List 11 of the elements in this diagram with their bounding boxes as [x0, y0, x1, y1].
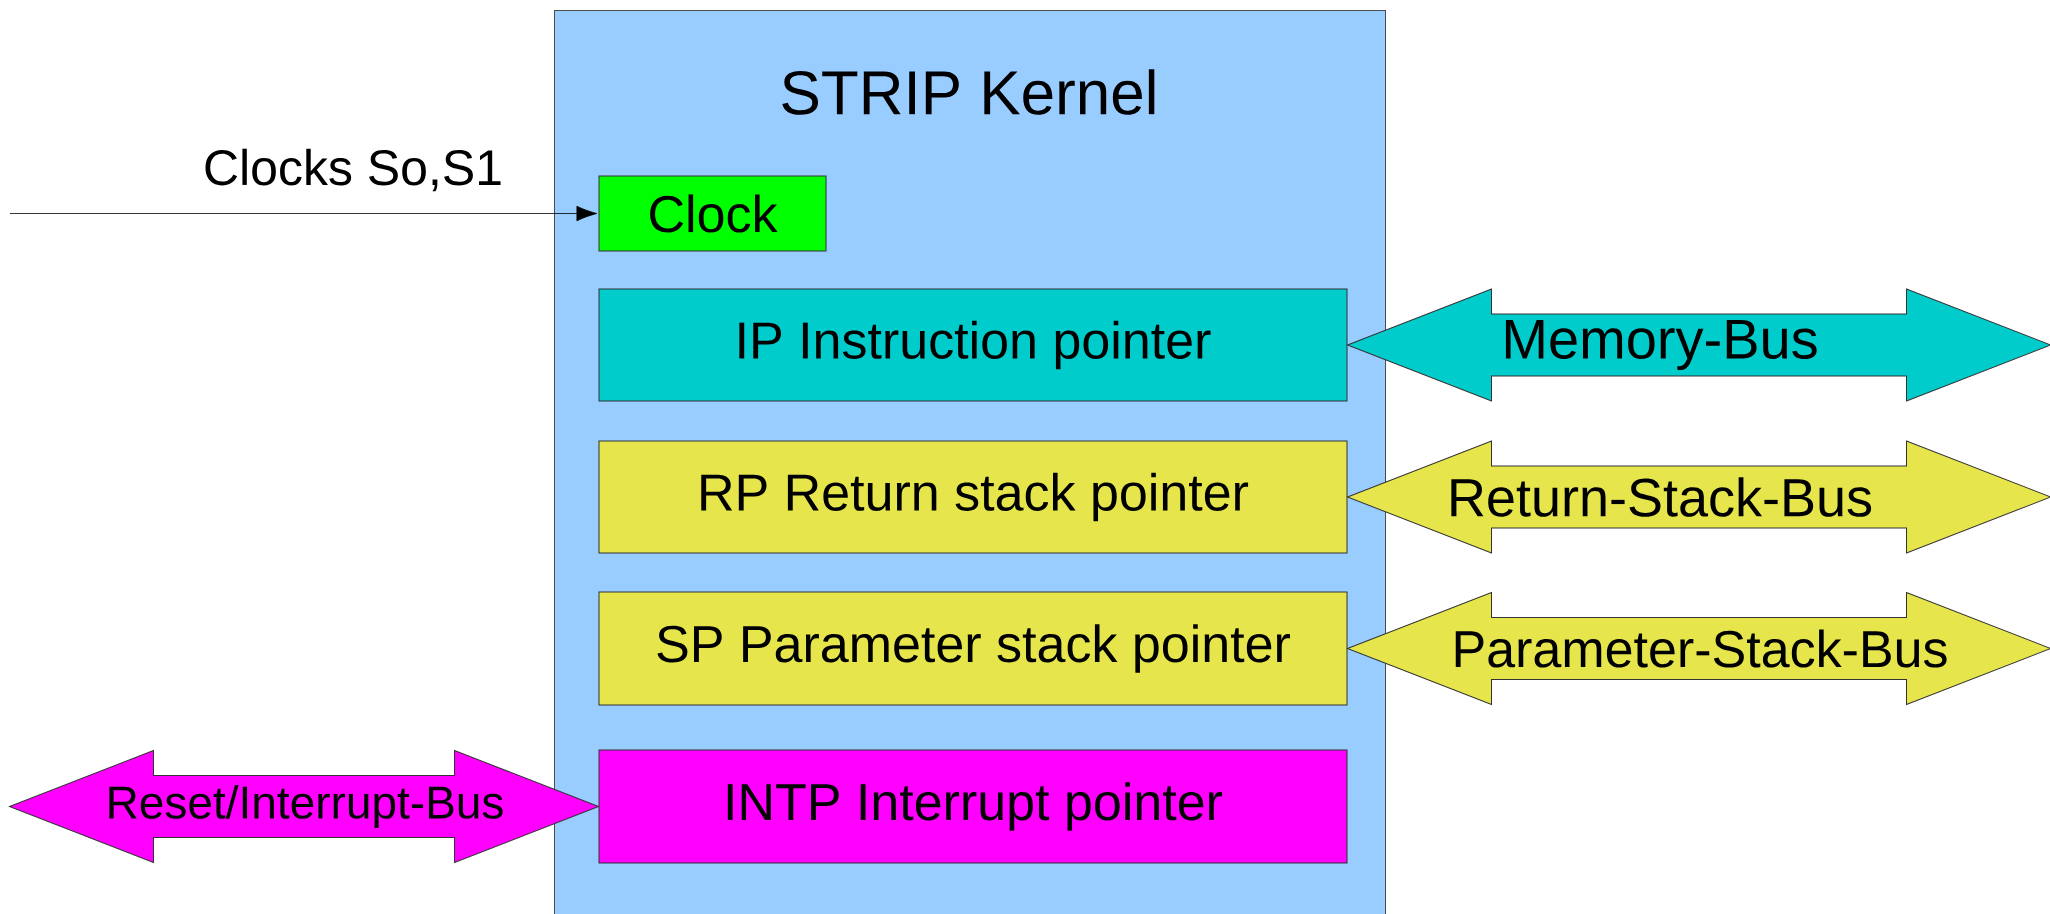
register-box: SP Parameter stack pointer [598, 591, 1348, 706]
edge-label: Return-Stack-Bus [1445, 476, 1875, 518]
register-box: Clock [598, 175, 827, 252]
arrow [9, 205, 598, 222]
edge-label: Parameter-Stack-Bus [1450, 628, 1950, 669]
edge-label: Reset/Interrupt-Bus [104, 784, 506, 829]
edge-label: Memory-Bus [1500, 318, 1820, 372]
register-box: IP Instruction pointer [598, 288, 1348, 402]
register-box: RP Return stack pointer [598, 440, 1348, 554]
register-box: INTP Interrupt pointer [598, 749, 1348, 864]
edge-label: Clocks So,S1 [205, 148, 501, 192]
